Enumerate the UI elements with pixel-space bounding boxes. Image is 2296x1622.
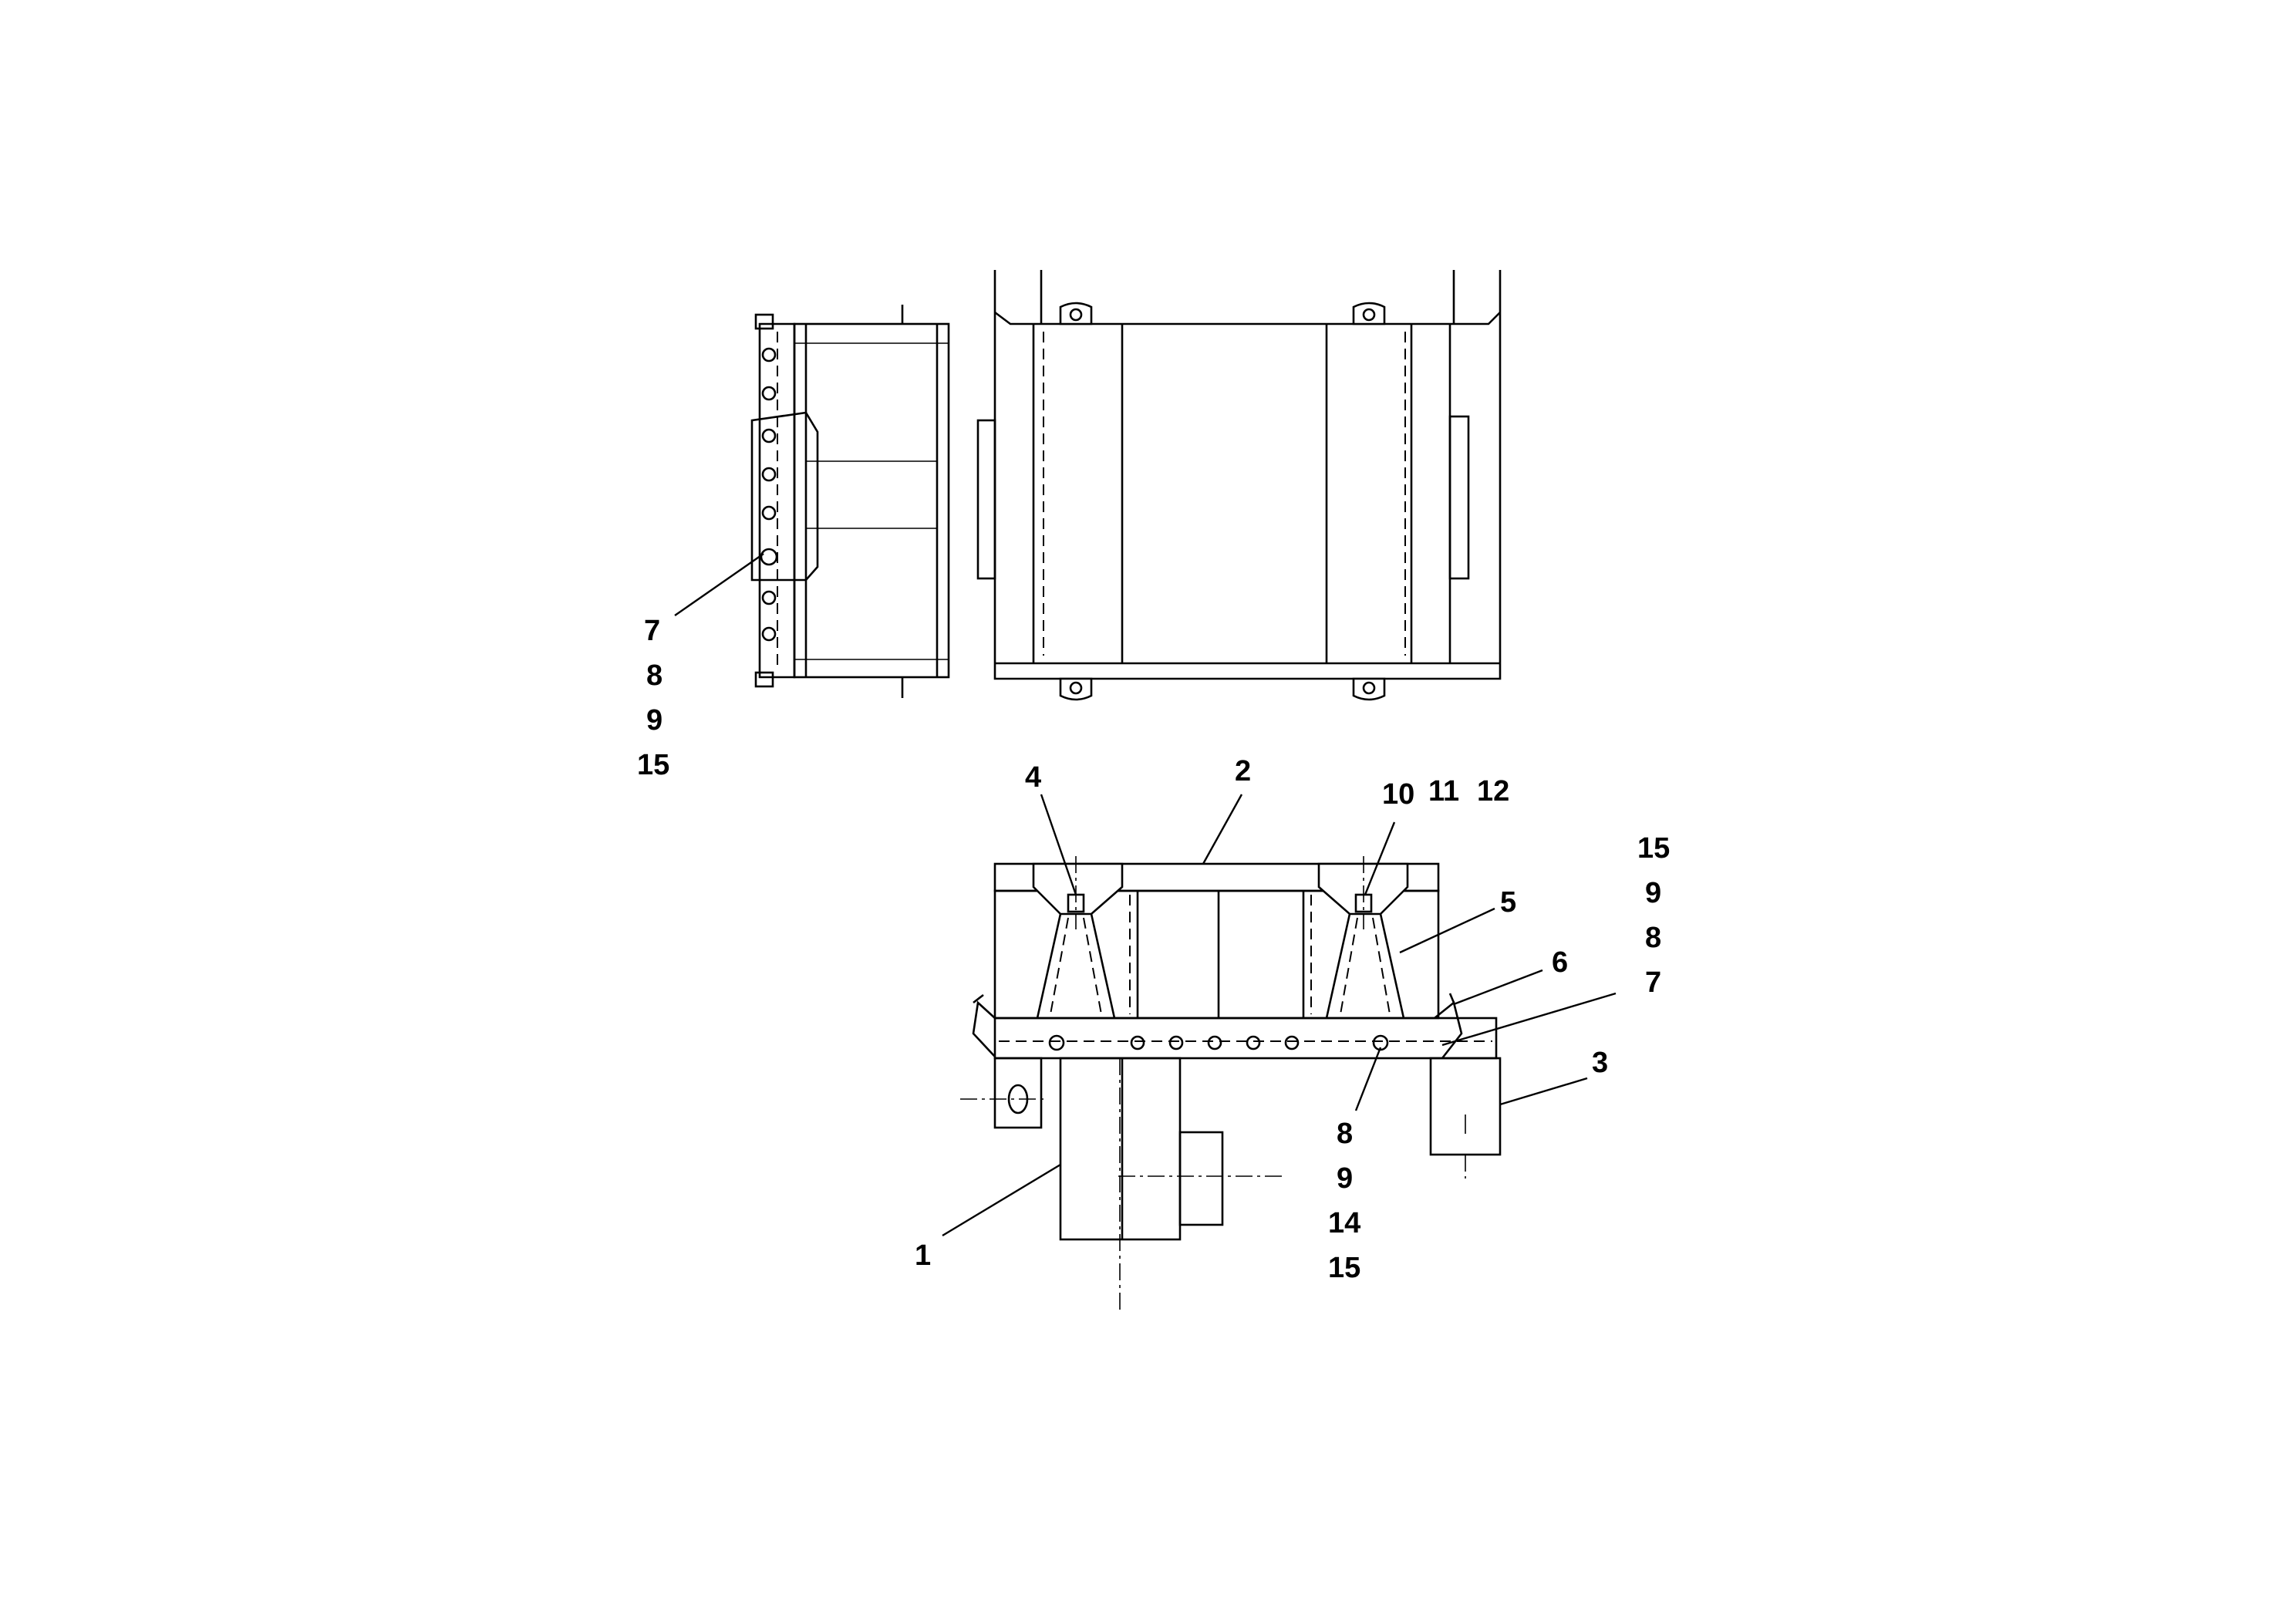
callout-center-9: 9: [1337, 1162, 1353, 1195]
callout-center-15: 15: [1328, 1252, 1360, 1284]
side-view: [750, 305, 950, 698]
callout-10: 10: [1382, 778, 1414, 811]
callout-center-14: 14: [1328, 1207, 1360, 1239]
callout-center-8: 8: [1337, 1118, 1353, 1150]
callout-12: 12: [1477, 775, 1509, 808]
callout-side-7: 7: [644, 615, 660, 647]
callout-4: 4: [1025, 761, 1041, 794]
callout-right-9: 9: [1645, 877, 1661, 909]
callout-1: 1: [915, 1239, 931, 1272]
callout-11: 11: [1428, 775, 1459, 808]
callout-labels: 7 8 9 15 1 2 3 4 5 6 15 9 8 7 8 9 14 15 …: [637, 615, 1670, 1284]
callout-side-9: 9: [646, 704, 663, 737]
callout-5: 5: [1500, 886, 1516, 919]
callout-6: 6: [1552, 946, 1568, 979]
callout-right-15: 15: [1637, 832, 1670, 865]
callout-side-8: 8: [646, 659, 663, 692]
callout-right-8: 8: [1645, 922, 1661, 954]
callout-2: 2: [1235, 755, 1251, 787]
front-view: [960, 856, 1502, 1311]
callout-3: 3: [1592, 1047, 1608, 1079]
callout-right-7: 7: [1645, 966, 1661, 999]
callout-side-15: 15: [637, 749, 669, 781]
leader-lines: [674, 553, 1617, 1237]
top-view: [976, 270, 1502, 701]
